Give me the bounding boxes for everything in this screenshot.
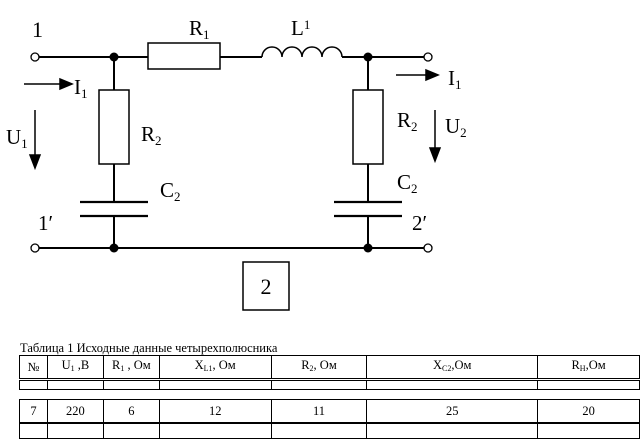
table-row-cut-off	[19, 423, 640, 439]
table-cell: 7	[19, 399, 48, 423]
terminal-2-prime	[423, 243, 433, 253]
label-r2-left: R2	[141, 122, 162, 148]
table-caption: Таблица 1 Исходные данные четырехполюсни…	[20, 341, 278, 355]
arrow-i1-in-head	[59, 77, 74, 91]
terminal-1	[30, 52, 40, 62]
table-cell: 25	[366, 399, 539, 423]
junction-top-left	[109, 52, 119, 62]
header-cell: №	[19, 355, 48, 379]
table-cell: 11	[270, 399, 368, 423]
label-terminal-1: 1	[32, 17, 43, 42]
header-cell: RH,Ом	[537, 355, 640, 379]
label-i1-out: I1	[448, 66, 462, 92]
header-cell: R1 , Ом	[102, 355, 160, 379]
label-l1: L1	[291, 16, 310, 40]
table-cell: 6	[102, 399, 160, 423]
label-c2-right: C2	[397, 170, 418, 196]
header-cell: XL1, Ом	[158, 355, 272, 379]
terminal-1-prime	[30, 243, 40, 253]
label-c2-left: C2	[160, 178, 181, 204]
table-spacer-row	[19, 380, 640, 390]
table-cell: 20	[537, 399, 640, 423]
junction-bottom-left	[109, 243, 119, 253]
junction-top-right	[363, 52, 373, 62]
junction-bottom-right	[363, 243, 373, 253]
resistor-r2-right	[352, 89, 384, 165]
data-table-header: № U1 ,В R1 , Ом XL1, Ом R2, Ом XC2,Ом RH…	[19, 355, 640, 379]
variant-number: 2	[261, 274, 272, 299]
terminal-2	[423, 52, 433, 62]
resistor-r1	[147, 42, 221, 70]
label-i1-in: I1	[74, 75, 88, 101]
resistor-r2-left	[98, 89, 130, 165]
variant-box	[242, 261, 290, 311]
label-u1: U1	[6, 125, 28, 151]
header-cell: R2, Ом	[270, 355, 368, 379]
table-row: 7 220 6 12 11 25 20	[19, 399, 640, 423]
data-table-body: 7 220 6 12 11 25 20	[19, 399, 640, 423]
arrow-u2-head	[428, 147, 442, 164]
label-terminal-2-prime: 2′	[412, 211, 427, 235]
header-cell: U1 ,В	[46, 355, 104, 379]
circuit-diagram: 1 1′ 2′ R1 L1 I1 I1 U1 U2 R2 R2 C2 C2 2	[6, 16, 467, 311]
header-cell: XC2,Ом	[366, 355, 539, 379]
arrow-u1-head	[28, 154, 42, 171]
table-cell: 12	[158, 399, 272, 423]
arrow-i1-out-head	[425, 68, 440, 82]
label-u2: U2	[445, 114, 467, 140]
label-r2-right: R2	[397, 108, 418, 134]
label-terminal-1-prime: 1′	[38, 211, 53, 235]
label-r1: R1	[189, 16, 210, 42]
table-header-row: № U1 ,В R1 , Ом XL1, Ом R2, Ом XC2,Ом RH…	[19, 355, 640, 379]
inductor-l1	[261, 46, 343, 58]
table-cell: 220	[46, 399, 104, 423]
